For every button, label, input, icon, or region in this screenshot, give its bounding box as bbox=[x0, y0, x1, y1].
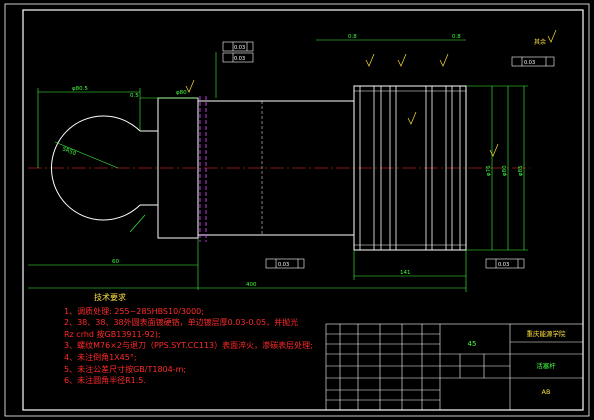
gd-frame-perp-1 bbox=[222, 41, 254, 52]
ball-end bbox=[51, 115, 141, 221]
material-label: 45 bbox=[468, 340, 477, 348]
roughness-other-label: 其余 bbox=[534, 38, 546, 46]
dim-groove-1: 0.8 bbox=[348, 34, 357, 40]
title-block bbox=[325, 323, 584, 411]
piston-head bbox=[353, 85, 467, 251]
tech-req-item-2: 2、38、38、38外圆表面镀硬铬，单边镀层厚0.03-0.05，并抛光 bbox=[64, 318, 299, 328]
dim-d1: φ76 bbox=[486, 165, 492, 176]
tech-req-item-7: 6、未注圆角半径R1.5. bbox=[64, 376, 146, 386]
leader-sphere bbox=[129, 214, 146, 233]
dim-groove-2: 0.8 bbox=[452, 34, 461, 40]
gd-value-perp-2: 0.03 bbox=[234, 56, 245, 62]
gd-value-bottom-left: 0.03 bbox=[278, 262, 289, 268]
gd-frame-bottom-left bbox=[265, 258, 305, 269]
dim-neck-right: φ80 bbox=[176, 90, 187, 96]
dim-sphere-radius: SR50 bbox=[61, 146, 77, 157]
dim-d2: φ80 bbox=[502, 165, 508, 176]
gd-frame-perp-2 bbox=[222, 52, 254, 63]
tech-req-item-6: 5、未注公差尺寸按GB/T1804-m; bbox=[64, 364, 187, 374]
dim-chamfer-left: 0.5 bbox=[130, 93, 139, 99]
roughness-symbols bbox=[185, 29, 557, 157]
tech-req-item-3: Rz crhd 按GB13911-92); bbox=[64, 329, 161, 339]
gd-frame-runout-right bbox=[511, 56, 555, 67]
gd-value-bottom-right: 0.03 bbox=[498, 262, 509, 268]
tech-req-title: 技术要求 bbox=[94, 293, 126, 302]
gd-frame-bottom-right bbox=[485, 258, 525, 269]
gd-value-runout-right: 0.03 bbox=[524, 60, 535, 66]
tech-req-item-5: 4、未注倒角1X45°; bbox=[64, 352, 137, 362]
dim-sphere-width: φ80.5 bbox=[72, 86, 88, 92]
outer-frame bbox=[4, 3, 590, 417]
inner-frame bbox=[22, 9, 584, 411]
school-name: 重庆能源学院 bbox=[527, 329, 567, 338]
dim-right-len: 141 bbox=[400, 270, 411, 276]
dim-total-len: 400 bbox=[246, 282, 257, 288]
dim-left-len: 60 bbox=[112, 259, 119, 265]
dim-line-sphere-radius bbox=[54, 141, 119, 169]
tech-req-item-1: 1、调质处理: 255~285HBS10/3000; bbox=[64, 306, 204, 316]
technical-requirements: 技术要求 1、调质处理: 255~285HBS10/3000; 2、38、38、… bbox=[64, 292, 334, 387]
tech-req-item-4: 3、螺纹M76×2与退刀（PPS.SYT.CC113）表面淬火，渗碳表层处理; bbox=[64, 341, 313, 351]
scale-text: AB bbox=[542, 388, 551, 396]
gd-value-perp-1: 0.03 bbox=[234, 45, 245, 51]
part-name: 活塞杆 bbox=[536, 361, 556, 370]
dim-d3: φ85 bbox=[518, 165, 524, 176]
